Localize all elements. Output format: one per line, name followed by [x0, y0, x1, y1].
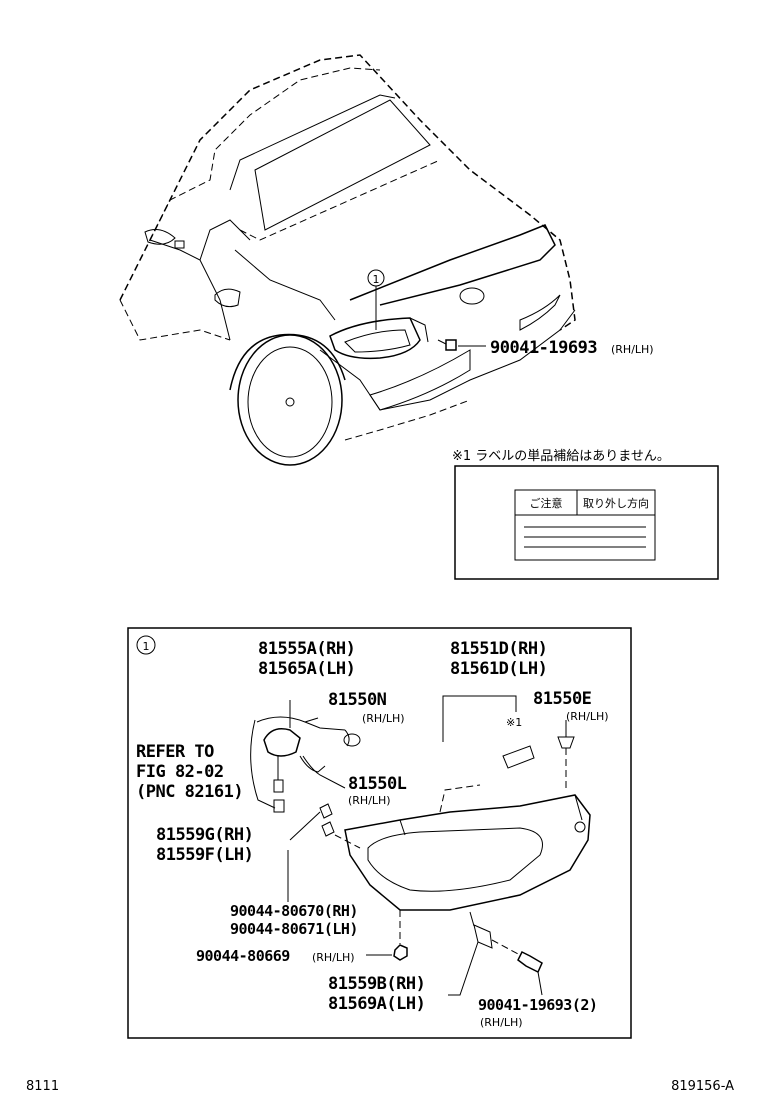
car-rear-illustration: 1 [119, 54, 576, 466]
footer-right: 819156-A [671, 1079, 734, 1094]
label-cell-caution: ご注意 [530, 496, 563, 510]
label-note-text: ※1 ラベルの単品補給はありません。 [452, 448, 670, 464]
part-bracket-rh: 81559B(RH) [328, 974, 425, 994]
part-lens-rh: 81551D(RH) [450, 639, 547, 659]
refer-line-1: REFER TO [136, 742, 214, 762]
footer-left: 8111 [26, 1079, 59, 1094]
label-sample [514, 489, 656, 561]
part-bulb: 81550N [328, 690, 387, 710]
part-clip-qualifier: (RH/LH) [566, 710, 609, 723]
detail-callout-number: 1 [143, 640, 150, 653]
part-lens-lh: 81561D(LH) [450, 659, 547, 679]
part-clip: 81550E [533, 689, 592, 709]
part-screws-lh: 90044-80671(LH) [230, 920, 358, 938]
label-cell-removal: 取り外し方向 [583, 496, 649, 510]
part-bulb2: 81550L [348, 774, 407, 794]
part-bolt: 90041-19693(2) [478, 996, 597, 1014]
part-nut-qualifier: (RH/LH) [312, 951, 355, 964]
part-socket-lh: 81565A(LH) [258, 659, 355, 679]
part-bulb-qualifier: (RH/LH) [362, 712, 405, 725]
refer-line-2: FIG 82-02 [136, 762, 224, 782]
part-nut: 90044-80669 [196, 947, 290, 965]
part-bracket-lh: 81569A(LH) [328, 994, 425, 1014]
car-callout-number: 1 [373, 273, 380, 286]
part-screws-rh: 90044-80670(RH) [230, 902, 358, 920]
part-gasket-rh: 81559G(RH) [156, 825, 253, 845]
car-bolt-qualifier: (RH/LH) [611, 343, 654, 356]
car-bolt-part-number: 90041-19693 [490, 338, 597, 358]
part-bolt-qualifier: (RH/LH) [480, 1016, 523, 1029]
detail-box-frame [127, 627, 632, 1039]
label-note-frame [454, 465, 719, 580]
part-gasket-lh: 81559F(LH) [156, 845, 253, 865]
part-socket-rh: 81555A(RH) [258, 639, 355, 659]
label-marker: ※1 [506, 716, 522, 729]
part-bulb2-qualifier: (RH/LH) [348, 794, 391, 807]
lamp-assembly-drawing [250, 695, 591, 996]
refer-line-3: (PNC 82161) [136, 782, 243, 802]
